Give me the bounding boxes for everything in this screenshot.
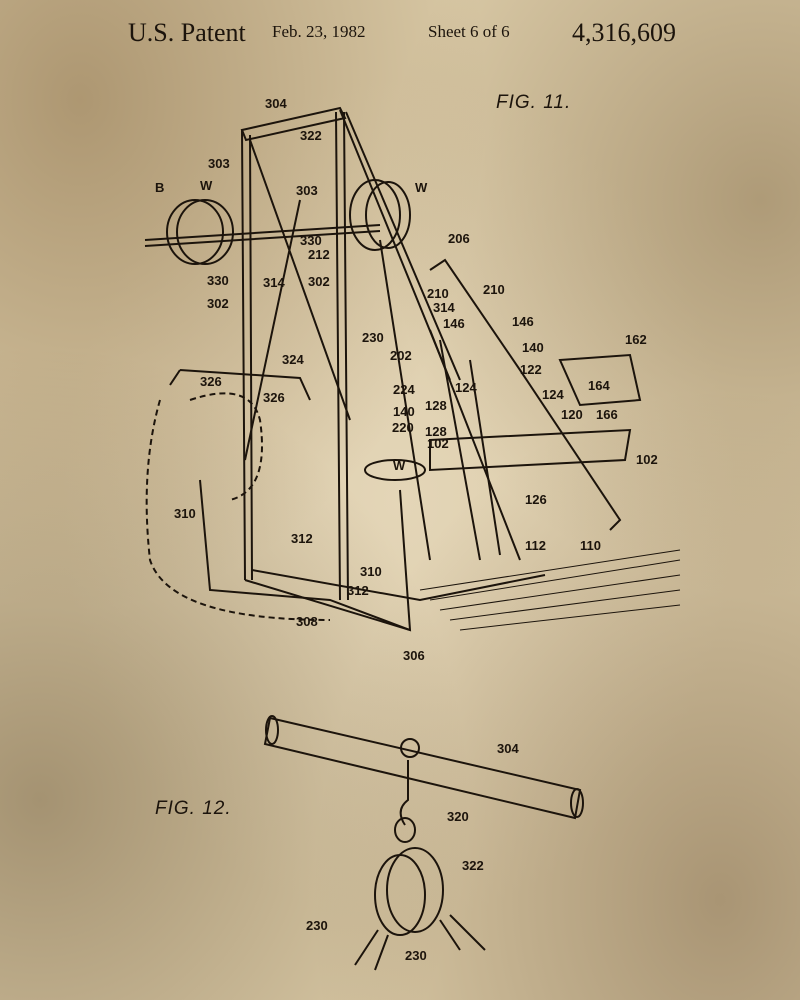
ref-label: 303 xyxy=(208,156,230,171)
ref-label: 304 xyxy=(497,741,519,756)
ref-label: 212 xyxy=(308,247,330,262)
ref-label: 166 xyxy=(596,407,618,422)
ref-label: 322 xyxy=(300,128,322,143)
sheet-number: Sheet 6 of 6 xyxy=(428,22,510,41)
ref-label: 230 xyxy=(306,918,328,933)
ref-label: 230 xyxy=(405,948,427,963)
ref-label: 128 xyxy=(425,424,447,439)
patent-office: U.S. Patent xyxy=(128,18,246,47)
patent-date: Feb. 23, 1982 xyxy=(272,22,366,41)
ref-label: 102 xyxy=(427,436,449,451)
ref-label: 308 xyxy=(296,614,318,629)
ref-label: 324 xyxy=(282,352,304,367)
ref-label: 206 xyxy=(448,231,470,246)
ref-label: 302 xyxy=(207,296,229,311)
ref-label: 124 xyxy=(455,380,477,395)
ref-label: 210 xyxy=(427,286,449,301)
ref-label: 314 xyxy=(433,300,455,315)
ref-label: 230 xyxy=(362,330,384,345)
ref-label: 102 xyxy=(636,452,658,467)
ref-label: 122 xyxy=(520,362,542,377)
ref-label: 304 xyxy=(265,96,287,111)
ref-label: 326 xyxy=(263,390,285,405)
ref-label: 303 xyxy=(296,183,318,198)
ref-label: 224 xyxy=(393,382,415,397)
ref-label: 146 xyxy=(512,314,534,329)
patent-number: 4,316,609 xyxy=(572,18,676,47)
ref-label: 140 xyxy=(522,340,544,355)
ref-label: 310 xyxy=(360,564,382,579)
ref-label: 330 xyxy=(207,273,229,288)
ref-label: W xyxy=(200,178,213,193)
ref-label: 164 xyxy=(588,378,610,393)
ref-label: 126 xyxy=(525,492,547,507)
fig12-title: FIG. 12. xyxy=(155,798,232,819)
ref-label: 312 xyxy=(347,583,369,598)
fig11-title: FIG. 11. xyxy=(496,92,572,113)
ref-label: W xyxy=(393,458,406,473)
ref-label: B xyxy=(155,180,165,195)
ref-label: 314 xyxy=(263,275,285,290)
ref-label: 322 xyxy=(462,858,484,873)
fig11-drawing xyxy=(144,106,681,632)
ref-label: 124 xyxy=(542,387,564,402)
ref-label: 306 xyxy=(403,648,425,663)
ref-label: 110 xyxy=(580,538,601,553)
ref-label: 302 xyxy=(308,274,330,289)
ref-label: 310 xyxy=(174,506,196,521)
ref-label: 146 xyxy=(443,316,465,331)
ref-label: 326 xyxy=(200,374,222,389)
ref-label: 320 xyxy=(447,809,469,824)
ref-label: 330 xyxy=(300,233,322,248)
fig12-drawing xyxy=(263,715,584,971)
ref-label: 128 xyxy=(425,398,447,413)
ref-label: 202 xyxy=(390,348,412,363)
ref-label: 162 xyxy=(625,332,647,347)
ref-label: 112 xyxy=(525,538,546,553)
ref-label: 312 xyxy=(291,531,313,546)
ref-label: 120 xyxy=(561,407,583,422)
ref-label: 140 xyxy=(393,404,415,419)
ref-label: 210 xyxy=(483,282,505,297)
ref-label: 220 xyxy=(392,420,414,435)
ref-label: W xyxy=(415,180,428,195)
